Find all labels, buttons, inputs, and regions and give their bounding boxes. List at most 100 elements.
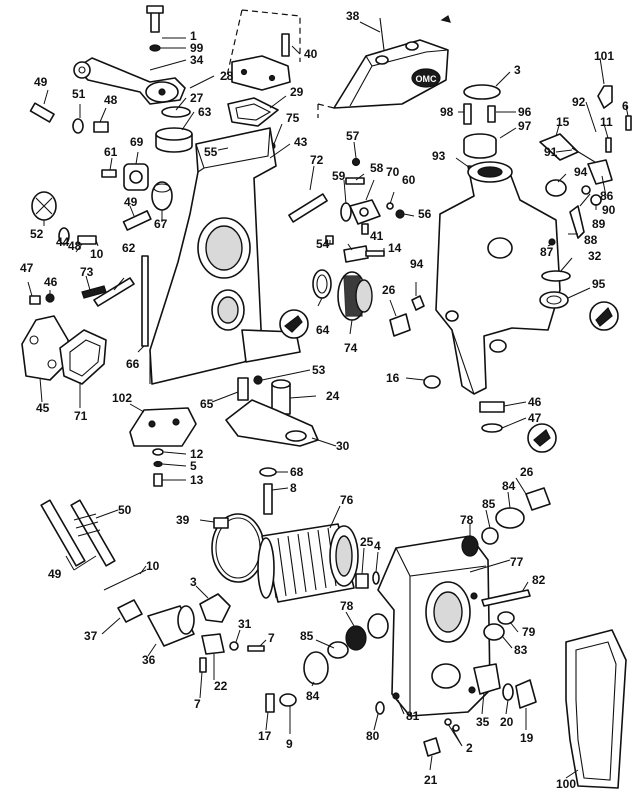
part-2b xyxy=(452,724,460,732)
callout-c73: 73 xyxy=(80,265,94,279)
screw-part-7a xyxy=(247,645,265,652)
part-2a xyxy=(444,718,452,726)
bushing-part-51 xyxy=(72,118,84,134)
callout-c27: 27 xyxy=(190,91,204,105)
callout-c16: 16 xyxy=(386,371,400,385)
yoke-part-3 xyxy=(199,593,231,623)
part-80 xyxy=(375,701,385,715)
bushing-part-27 xyxy=(161,106,191,118)
callout-c99: 99 xyxy=(190,41,204,55)
fitting-part-37 xyxy=(117,599,143,623)
callout-c8: 8 xyxy=(290,481,297,495)
callout-c3b: 3 xyxy=(190,575,197,589)
nut-part-56 xyxy=(395,209,405,219)
callout-c57: 57 xyxy=(346,129,360,143)
cover-part-19 xyxy=(515,679,537,709)
sender-part-86 xyxy=(587,159,613,185)
shim-part-84a xyxy=(495,507,525,529)
screw-part-40 xyxy=(281,33,290,57)
housing-foot xyxy=(241,329,301,363)
bearing-part-78a xyxy=(461,535,479,557)
callout-c11: 11 xyxy=(600,115,613,129)
callout-c72: 72 xyxy=(310,153,324,167)
callout-c95: 95 xyxy=(592,277,606,291)
cover-dash xyxy=(317,103,335,118)
callout-c85b: 85 xyxy=(300,629,314,643)
callout-c48b: 48 xyxy=(68,239,82,253)
callout-c51: 51 xyxy=(72,87,86,101)
clamp-screw-39 xyxy=(213,517,229,529)
callout-c97: 97 xyxy=(518,119,532,133)
callout-c70: 70 xyxy=(386,165,400,179)
callout-c4: 4 xyxy=(374,539,381,553)
shim-part-84b xyxy=(303,651,329,685)
seal-part-47 xyxy=(481,423,503,433)
callout-c74: 74 xyxy=(344,341,358,355)
part-87 xyxy=(548,238,556,246)
pin-part-58 xyxy=(345,177,365,185)
callout-c37: 37 xyxy=(84,629,98,643)
callout-c26b: 26 xyxy=(520,465,534,479)
callout-c46a: 46 xyxy=(44,275,58,289)
callout-c20: 20 xyxy=(500,715,514,729)
callout-c48a: 48 xyxy=(104,93,118,107)
pin-part-96 xyxy=(487,105,496,123)
clamp-part-101 xyxy=(597,85,613,109)
steering-arm-assembly xyxy=(29,5,193,211)
oring-part-4 xyxy=(372,571,380,585)
callout-c85a: 85 xyxy=(482,497,496,511)
pin-part-49b xyxy=(122,210,152,231)
screw-part-11 xyxy=(605,137,612,153)
rod-part-10 xyxy=(103,569,147,591)
oring-part-59 xyxy=(340,202,352,222)
callout-c31: 31 xyxy=(238,617,252,631)
part-73 xyxy=(81,285,107,299)
plug-part-21 xyxy=(423,737,441,757)
callout-c66: 66 xyxy=(126,357,140,371)
callout-c44: 44 xyxy=(56,235,70,249)
callout-c75: 75 xyxy=(286,111,300,125)
callout-c62: 62 xyxy=(122,241,136,255)
callout-c13: 13 xyxy=(190,473,204,487)
callout-c5: 5 xyxy=(190,459,197,473)
leader-lines xyxy=(27,21,629,779)
omc-badge xyxy=(411,68,441,88)
pin-part-49 xyxy=(29,102,55,123)
bracket-part-41 xyxy=(343,245,369,263)
callout-c65: 65 xyxy=(200,397,214,411)
washer-part-12 xyxy=(152,448,164,456)
washer-part-99 xyxy=(149,44,161,52)
callout-c77: 77 xyxy=(510,555,524,569)
callout-c55: 55 xyxy=(204,145,218,159)
callout-c35: 35 xyxy=(476,715,490,729)
callout-c1: 1 xyxy=(190,29,197,43)
callout-c61: 61 xyxy=(104,145,118,159)
callout-c60: 60 xyxy=(402,173,416,187)
callout-c39: 39 xyxy=(176,513,190,527)
callout-c38: 38 xyxy=(346,9,360,23)
bolt-part-17 xyxy=(265,693,275,713)
part-53 xyxy=(253,375,263,385)
callout-c98: 98 xyxy=(440,105,454,119)
callout-c19: 19 xyxy=(520,731,534,745)
fitting-part-25 xyxy=(355,573,369,589)
callout-c76: 76 xyxy=(340,493,354,507)
callout-c3a: 3 xyxy=(514,63,521,77)
fitting-part-26 xyxy=(389,313,411,337)
cover-plate-part-28 xyxy=(231,55,291,91)
callout-c30: 30 xyxy=(336,439,350,453)
screw-part-14 xyxy=(365,250,385,257)
callout-c81: 81 xyxy=(406,709,420,723)
callout-c84a: 84 xyxy=(502,479,516,493)
gasket-part-35 xyxy=(473,663,501,695)
clip-part-22 xyxy=(201,633,225,655)
pin-part-94b xyxy=(411,295,425,311)
callout-c96: 96 xyxy=(518,105,532,119)
callout-c46b: 46 xyxy=(528,395,542,409)
callout-c41: 41 xyxy=(370,229,384,243)
callout-c32: 32 xyxy=(588,249,602,263)
callout-c21: 21 xyxy=(424,773,438,787)
callout-c34: 34 xyxy=(190,53,204,67)
oring-part-20 xyxy=(502,683,514,701)
rod-part-66 xyxy=(141,255,149,347)
